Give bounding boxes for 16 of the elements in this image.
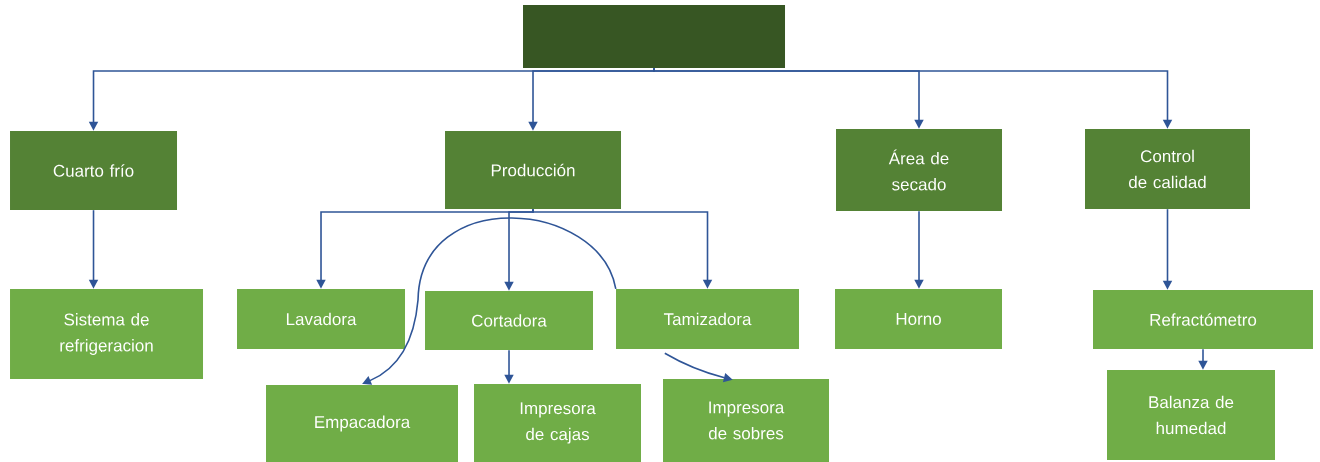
node-box: Área de secado xyxy=(836,129,1002,211)
node-box: Refractómetro xyxy=(1093,290,1313,349)
node-box: Lavadora xyxy=(237,289,405,349)
curved-arrow xyxy=(362,217,617,385)
node-box: Impresora de sobres xyxy=(663,379,829,462)
node-box: Cuarto frío xyxy=(10,131,177,210)
node-box: Cortadora xyxy=(425,291,593,350)
empty-box xyxy=(523,5,785,68)
node-box: Control de calidad xyxy=(1085,129,1250,209)
node-box: Balanza de humedad xyxy=(1107,370,1275,460)
node-box: Producción xyxy=(445,131,621,209)
node-box: Horno xyxy=(835,289,1002,349)
node-box: Tamizadora xyxy=(616,289,799,349)
node-box: Sistema de refrigeracion xyxy=(10,289,203,379)
node-box: Empacadora xyxy=(266,385,458,462)
node-box: Impresora de cajas xyxy=(474,384,641,462)
